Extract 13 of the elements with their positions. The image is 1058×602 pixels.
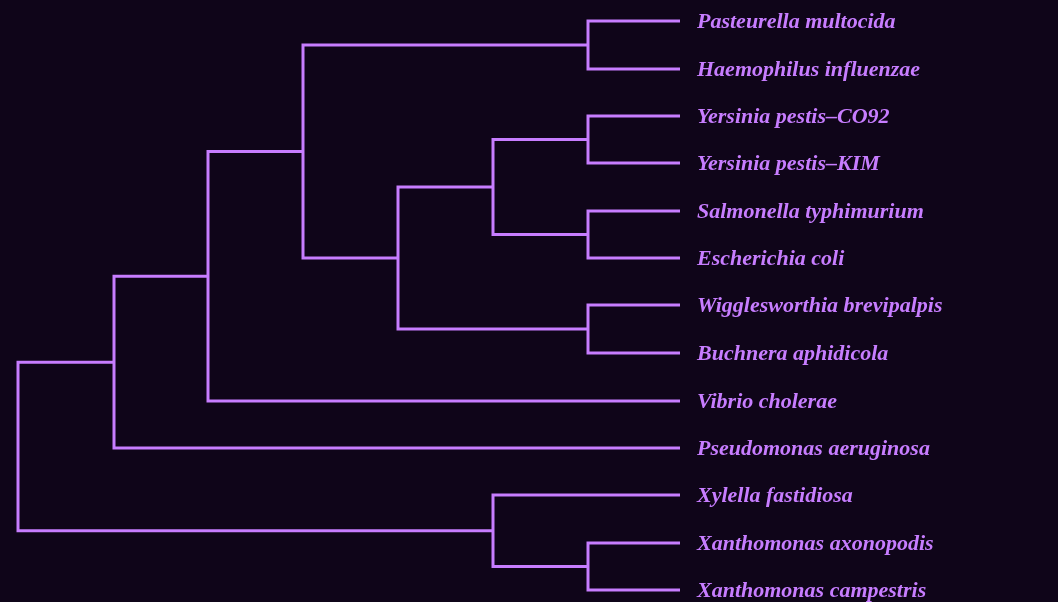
species-name: Wigglesworthia brevipalpis: [697, 292, 943, 318]
species-name: Haemophilus influenzae: [697, 56, 921, 82]
species-name: Yersinia pestis–KIM: [697, 150, 880, 176]
species-name: Buchnera aphidicola: [697, 340, 889, 366]
species-name: Escherichia coli: [697, 245, 845, 271]
species-name: Xylella fastidiosa: [697, 482, 853, 508]
species-name: Yersinia pestis–CO92: [697, 103, 890, 129]
species-name: Xanthomonas axonopodis: [697, 530, 934, 556]
species-name: Xanthomonas campestris: [697, 577, 927, 602]
species-name: Salmonella typhimurium: [697, 198, 924, 224]
species-name: Pasteurella multocida: [697, 8, 896, 34]
species-name: Vibrio cholerae: [697, 388, 837, 414]
species-name: Pseudomonas aeruginosa: [697, 435, 930, 461]
